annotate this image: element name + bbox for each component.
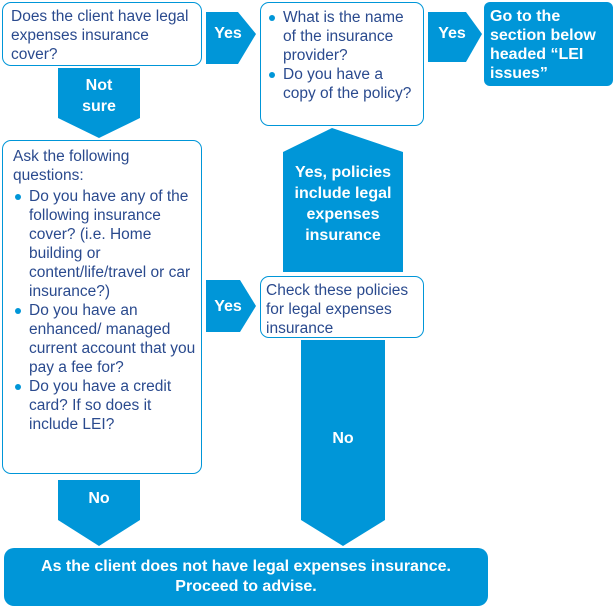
arrow-yes-policies bbox=[283, 128, 403, 272]
no-label-middle: No bbox=[332, 430, 354, 447]
yes-label-3: Yes bbox=[214, 298, 242, 315]
arrow-not-sure bbox=[58, 68, 140, 138]
arrow-no-middle bbox=[301, 340, 385, 546]
ask-questions-box: Ask the following questions: Do you have… bbox=[2, 140, 202, 474]
final-text: As the client does not have legal expens… bbox=[41, 558, 451, 595]
goto-lei-issues-box: Go to the section below headed “LEI issu… bbox=[484, 2, 613, 86]
arrow-yes-1 bbox=[206, 12, 256, 64]
yes-policies-label: Yes, policies include legal expenses ins… bbox=[294, 164, 392, 244]
yes-label-1: Yes bbox=[214, 25, 242, 42]
ask-question-item: Do you have any of the following insuran… bbox=[13, 187, 197, 301]
arrow-yes-3 bbox=[206, 280, 256, 332]
check-text: Check these policies for legal expenses … bbox=[266, 282, 409, 337]
question-text: Does the client have legal expenses insu… bbox=[11, 8, 189, 63]
arrow-yes-2 bbox=[428, 12, 482, 62]
question-legal-expenses-cover: Does the client have legal expenses insu… bbox=[2, 2, 202, 66]
ask-question-item: Do you have a credit card? If so does it… bbox=[13, 377, 197, 434]
ask-intro: Ask the following questions: bbox=[13, 148, 130, 184]
not-sure-label: Not sure bbox=[82, 77, 116, 115]
arrow-no-left bbox=[58, 480, 140, 546]
provider-questions-list: What is the name of the insurance provid… bbox=[267, 8, 419, 103]
check-policies-box: Check these policies for legal expenses … bbox=[260, 276, 424, 338]
ask-question-item: Do you have an enhanced/ managed current… bbox=[13, 301, 197, 377]
ask-questions-list: Do you have any of the following insuran… bbox=[13, 187, 197, 434]
final-advise-box: As the client does not have legal expens… bbox=[4, 548, 488, 606]
provider-question-item: What is the name of the insurance provid… bbox=[267, 8, 419, 65]
provider-questions-box: What is the name of the insurance provid… bbox=[260, 2, 424, 126]
no-label-left: No bbox=[88, 490, 110, 507]
yes-label-2: Yes bbox=[438, 25, 466, 42]
provider-question-item: Do you have a copy of the policy? bbox=[267, 65, 419, 103]
goto-text: Go to the section below headed “LEI issu… bbox=[490, 8, 596, 82]
